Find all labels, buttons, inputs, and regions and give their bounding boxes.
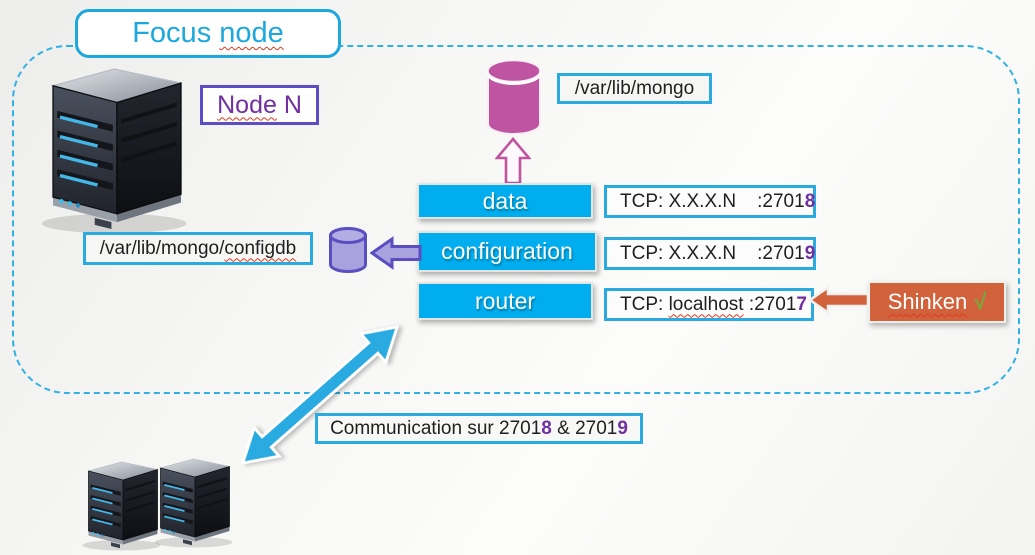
- tcp-27018-port: :2701: [757, 190, 805, 212]
- communication-digit-2: 9: [617, 417, 628, 439]
- server-tower-icon: [33, 58, 201, 236]
- service-router-label: router: [474, 287, 536, 314]
- node-n-suffix: N: [276, 90, 302, 119]
- mongo-data-path-text: /var/lib/mongo: [574, 77, 695, 99]
- tcp-27019-digit: 9: [804, 242, 816, 264]
- shinken-label: Shinken √: [868, 281, 1006, 323]
- service-data-label: data: [482, 187, 528, 214]
- focus-node-title: Focus node: [75, 9, 341, 58]
- node-n-flagged-word: Node: [217, 90, 277, 119]
- service-router: router: [417, 282, 593, 320]
- tcp-27017-digit: 7: [796, 293, 807, 315]
- magenta-database-cylinder-icon: [487, 59, 541, 135]
- magenta-up-arrow: [495, 137, 531, 185]
- mongo-data-path-label: /var/lib/mongo: [557, 73, 712, 104]
- tcp-27017-prefix: TCP:: [620, 293, 669, 315]
- configdb-path-label: /var/lib/mongo/configdb: [83, 232, 313, 265]
- check-mark-icon: √: [974, 289, 987, 314]
- shinken-text: Shinken: [887, 289, 968, 314]
- node-n-label: Node N: [200, 85, 319, 125]
- service-configuration-label: configuration: [441, 238, 573, 264]
- tcp-27019-host: TCP: X.X.X.N: [620, 242, 737, 264]
- service-configuration: configuration: [417, 231, 597, 272]
- service-data: data: [417, 183, 593, 219]
- focus-node-title-flagged-word: node: [219, 17, 284, 49]
- communication-text-1: Communication sur 2701: [330, 417, 542, 439]
- configdb-path-prefix: /var/lib/mongo/: [99, 237, 225, 259]
- communication-text-2: & 2701: [551, 417, 618, 439]
- tcp-27017-host-flagged: localhost: [668, 293, 744, 315]
- purple-left-arrow: [370, 236, 422, 270]
- server-tower-icon: [150, 453, 240, 549]
- purple-database-cylinder-icon: [329, 227, 367, 273]
- focus-node-title-text: Focus: [132, 17, 220, 49]
- communication-digit-1: 8: [541, 417, 552, 439]
- tcp-27017-port: :2701: [743, 293, 797, 315]
- tcp-27018-digit: 8: [804, 190, 816, 212]
- cyan-double-headed-arrow: [240, 324, 400, 466]
- orange-left-arrow: [808, 285, 870, 315]
- tcp-27018-host: TCP: X.X.X.N: [620, 190, 737, 212]
- focus-node-boundary: [12, 45, 1020, 394]
- configdb-path-flagged-word: configdb: [224, 237, 297, 259]
- tcp-27019-port: :2701: [757, 242, 805, 264]
